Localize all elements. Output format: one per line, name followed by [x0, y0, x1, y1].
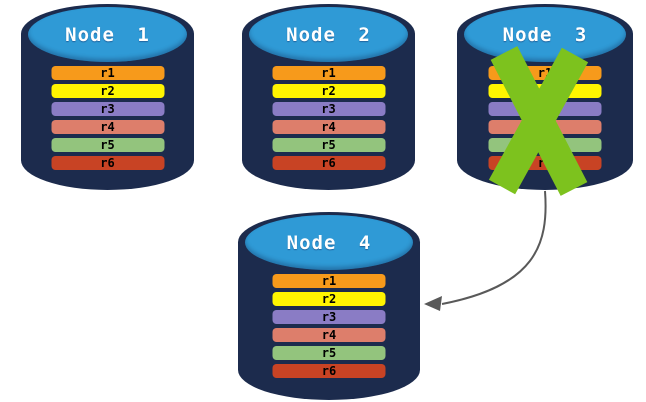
- node-2-cylinder: Node 2 r1 r2 r3 r4 r5 r6: [242, 4, 415, 190]
- node-1-cylinder: Node 1 r1 r2 r3 r4 r5 r6: [21, 4, 194, 190]
- node-4-records: r1 r2 r3 r4 r5 r6: [272, 274, 386, 382]
- node-2-cylinder-top: Node 2: [249, 7, 408, 62]
- node-1-record-r6: r6: [51, 156, 164, 170]
- node-2-record-r3: r3: [272, 102, 385, 116]
- node-2-records: r1 r2 r3 r4 r5 r6: [272, 66, 385, 174]
- failure-x-icon: [488, 46, 589, 196]
- node-2-record-r2: r2: [272, 84, 385, 98]
- node-3-cylinder-top: Node 3: [464, 7, 626, 62]
- node-4-record-r3: r3: [272, 310, 386, 324]
- node-1-record-r1: r1: [51, 66, 164, 80]
- node-4-cylinder: Node 4 r1 r2 r3 r4 r5 r6: [238, 212, 420, 400]
- node-1-record-r2: r2: [51, 84, 164, 98]
- node-4-record-r2: r2: [272, 292, 386, 306]
- node-4-record-r4: r4: [272, 328, 386, 342]
- node-4-title: Node 4: [286, 231, 372, 254]
- node-4-record-r1: r1: [272, 274, 386, 288]
- node-2-record-r1: r1: [272, 66, 385, 80]
- node-1-cylinder-top: Node 1: [28, 7, 187, 62]
- node-2-record-r4: r4: [272, 120, 385, 134]
- node-2-record-r6: r6: [272, 156, 385, 170]
- node-4-cylinder-top: Node 4: [245, 215, 413, 270]
- node-4-record-r5: r5: [272, 346, 386, 360]
- node-1-record-r4: r4: [51, 120, 164, 134]
- node-1-records: r1 r2 r3 r4 r5 r6: [51, 66, 164, 174]
- node-1-record-r3: r3: [51, 102, 164, 116]
- node-1-record-r5: r5: [51, 138, 164, 152]
- node-3-title: Node 3: [502, 23, 588, 46]
- node-2-record-r5: r5: [272, 138, 385, 152]
- failover-arrowhead-icon: [424, 296, 442, 311]
- node-4-record-r6: r6: [272, 364, 386, 378]
- failover-arrow-line: [441, 190, 547, 305]
- node-1-title: Node 1: [65, 23, 150, 46]
- node-3-cylinder: Node 3 r1 r2 r3 r4 r5 r6: [457, 4, 633, 196]
- node-2-title: Node 2: [286, 23, 371, 46]
